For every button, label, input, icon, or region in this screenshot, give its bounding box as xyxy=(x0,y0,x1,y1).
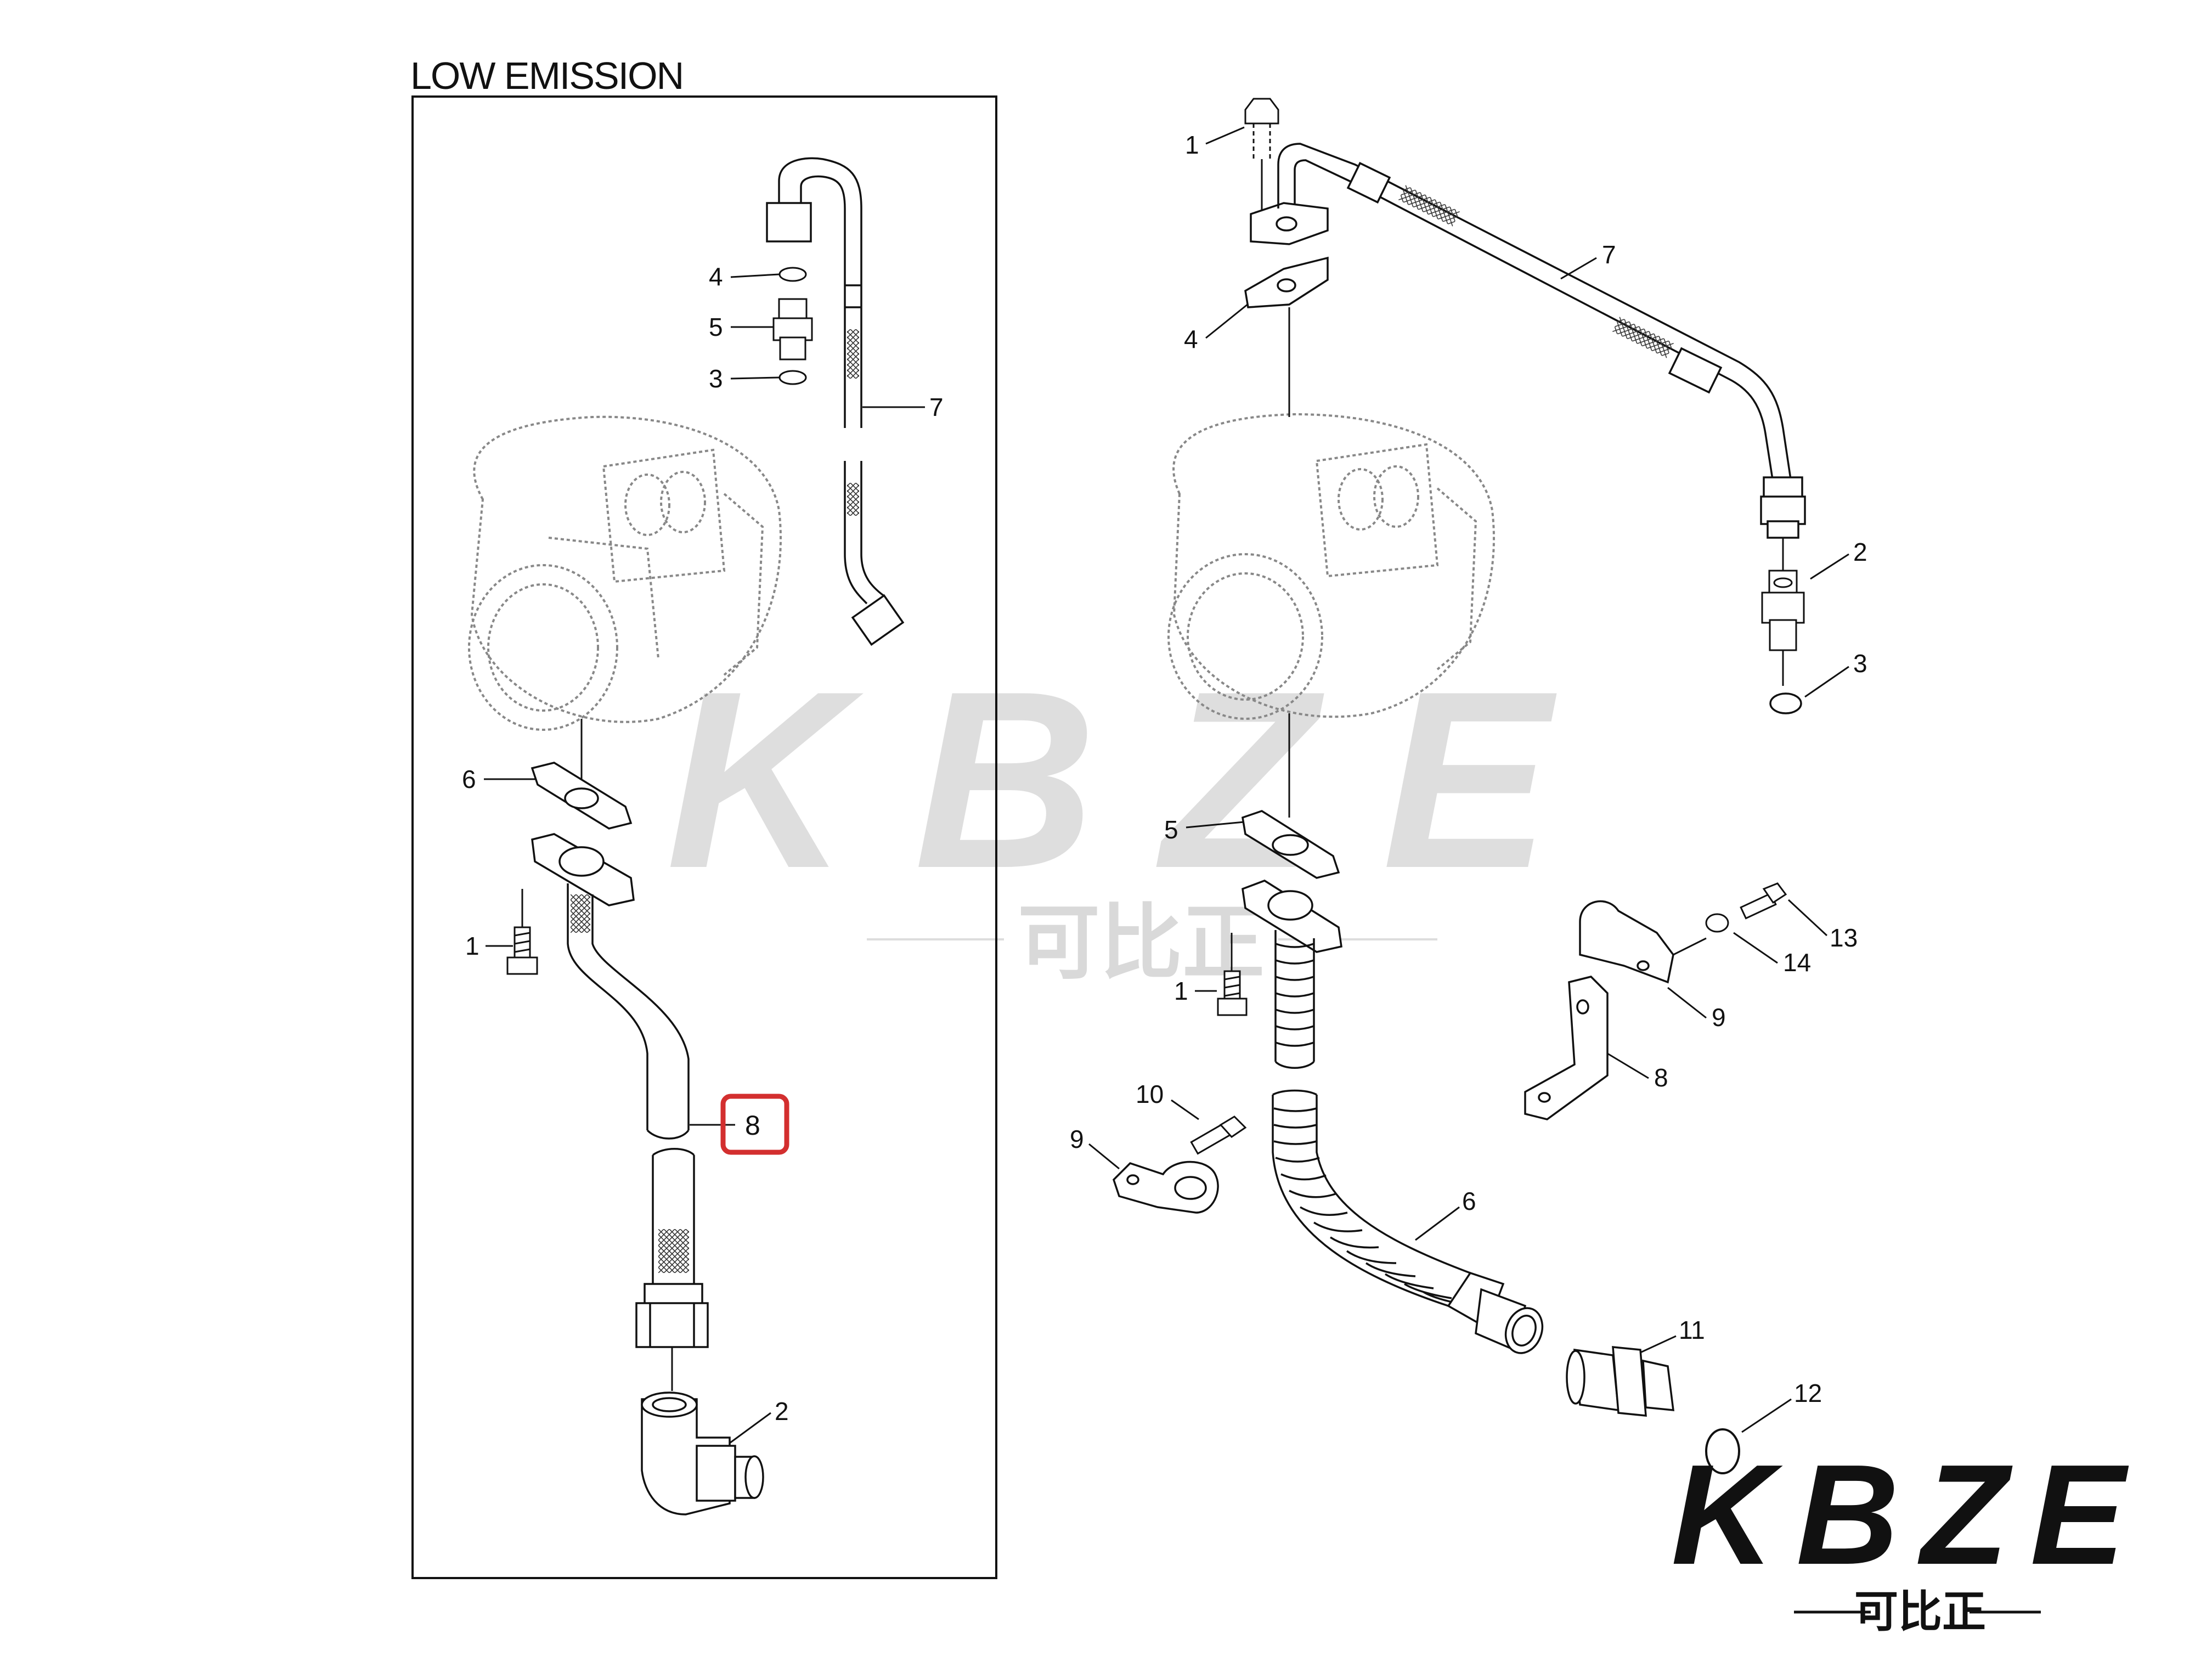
label-l4: 4 xyxy=(709,262,723,291)
label-r14: 14 xyxy=(1783,948,1811,977)
label-r7: 7 xyxy=(1602,240,1616,269)
label-r4: 4 xyxy=(1184,325,1198,353)
label-l5: 5 xyxy=(709,313,723,341)
gasket-right-4 xyxy=(1244,256,1329,308)
label-r9: 9 xyxy=(1712,1003,1726,1032)
washer-right-14 xyxy=(1705,913,1729,933)
label-l8: 8 xyxy=(745,1110,760,1141)
label-l7: 7 xyxy=(929,393,944,421)
oring-left-4 xyxy=(778,267,807,282)
label-r11: 11 xyxy=(1679,1316,1705,1344)
bolt-right-1b xyxy=(1217,970,1248,1016)
union-right-2 xyxy=(1761,570,1805,651)
corner-sub: 可比正 xyxy=(1854,1587,1986,1636)
label-l6: 6 xyxy=(462,765,476,793)
label-r3: 3 xyxy=(1853,649,1867,678)
panel-frame xyxy=(411,95,997,1579)
watermark-sub: 可比正 xyxy=(1018,897,1265,989)
supply-pipe-right-7 xyxy=(1250,143,1806,539)
label-l3: 3 xyxy=(709,364,723,393)
label-l2: 2 xyxy=(775,1397,789,1426)
label-r1: 1 xyxy=(1185,131,1199,159)
bolt-left-1 xyxy=(506,926,538,975)
label-r9b: 9 xyxy=(1070,1125,1084,1153)
corner-logo: KBZE 可比正 xyxy=(1671,1435,2147,1636)
clamp-right-9 xyxy=(1112,1160,1219,1214)
bolt-right-1 xyxy=(1244,98,1279,159)
turbocharger-right xyxy=(1167,413,1495,720)
label-r6: 6 xyxy=(1462,1187,1476,1215)
corner-brand: KBZE xyxy=(1671,1435,2147,1595)
left-panel: LOW EMISSION 4 5 3 xyxy=(410,54,997,1579)
gasket-left-6 xyxy=(531,762,633,830)
right-assembly: 1 7 4 2 xyxy=(1070,98,1867,1474)
label-r2: 2 xyxy=(1853,538,1867,566)
oring-right-12 xyxy=(1705,1428,1740,1474)
label-r12: 12 xyxy=(1794,1379,1822,1407)
highlight-box-8 xyxy=(720,1094,789,1155)
clamp-right-9-upper xyxy=(1579,900,1674,984)
center-watermark: KBZE 可比正 xyxy=(666,639,1616,989)
panel-title: LOW EMISSION xyxy=(410,54,683,97)
supply-pipe-left-7 xyxy=(766,157,905,646)
bolt-right-10 xyxy=(1190,1115,1247,1155)
oring-left-3 xyxy=(778,370,807,385)
gasket-right-5 xyxy=(1242,810,1340,879)
drain-hose-right-6 xyxy=(1242,880,1544,1354)
union-left-5 xyxy=(772,298,813,360)
watermark-brand: KBZE xyxy=(666,639,1616,921)
adapter-right-11 xyxy=(1566,1346,1675,1417)
label-r13: 13 xyxy=(1830,923,1858,952)
bracket-right-8 xyxy=(1524,976,1609,1120)
elbow-left-2 xyxy=(641,1391,764,1515)
label-r1b: 1 xyxy=(1174,977,1188,1005)
label-r5: 5 xyxy=(1164,815,1178,844)
bolt-right-13 xyxy=(1740,882,1787,920)
turbocharger-left xyxy=(468,415,782,731)
label-r10: 10 xyxy=(1136,1080,1164,1108)
oring-right-3 xyxy=(1769,692,1802,714)
label-l1: 1 xyxy=(465,932,479,960)
label-r8: 8 xyxy=(1654,1063,1668,1092)
drain-pipe-left-8 xyxy=(531,833,709,1348)
